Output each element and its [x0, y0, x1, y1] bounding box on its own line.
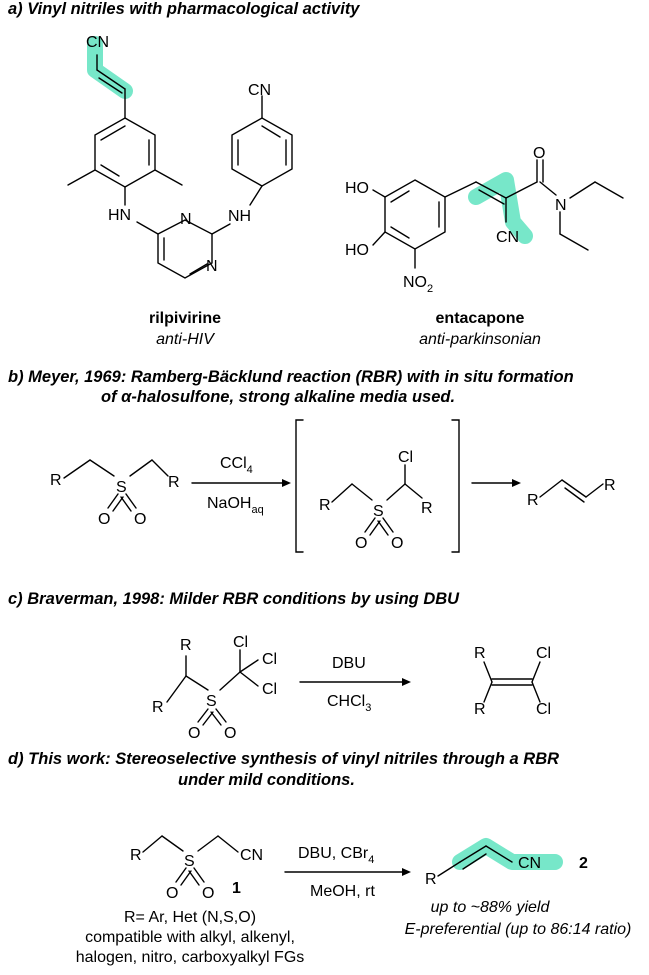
- meyer-reaction: R S R O O CCl4 NaOHaq R S Cl R O: [50, 419, 616, 553]
- brav-sm-o2: O: [224, 725, 236, 742]
- entacapone-o-label: O: [533, 145, 545, 162]
- scope-line1: R= Ar, Het (N,S,O): [123, 909, 257, 926]
- meyer-sm-r1: R: [50, 472, 62, 489]
- rilpivirine-hn-label: HN: [108, 207, 131, 224]
- tw-sm-s: S: [184, 853, 195, 870]
- meyer-sm-o2: O: [134, 511, 146, 528]
- brav-prod-cl1: Cl: [536, 645, 551, 662]
- benzonitrile-cn-label: CN: [248, 82, 271, 99]
- brav-sm-cl2: Cl: [262, 651, 277, 668]
- section-d-title-line1: d) This work: Stereoselective synthesis …: [8, 750, 560, 768]
- meyer-int-o2: O: [391, 535, 403, 552]
- brav-sm-cl3: Cl: [262, 681, 277, 698]
- entacapone-structure: HO HO NO2 CN O N: [345, 145, 624, 295]
- brav-reagent-dbu: DBU: [332, 655, 366, 672]
- brav-prod-cl2: Cl: [536, 701, 551, 718]
- tw-prod-r: R: [425, 871, 437, 888]
- brav-sm-r2: R: [152, 699, 164, 716]
- braverman-reaction: R R S Cl Cl Cl O O DBU CHCl3 R R Cl Cl: [152, 634, 551, 742]
- entacapone-ho1-label: HO: [345, 180, 369, 197]
- meyer-int-o1: O: [355, 535, 367, 552]
- meyer-prod-r2: R: [604, 477, 616, 494]
- entacapone-n-label: N: [555, 197, 567, 214]
- rilpivirine-activity: anti-HIV: [156, 331, 214, 348]
- meyer-int-s: S: [373, 503, 384, 520]
- meyer-sm-s: S: [116, 479, 127, 496]
- meyer-sm-o1: O: [98, 511, 110, 528]
- compound-2-label: 2: [579, 855, 588, 872]
- section-b-title-line2: of α-halosulfone, strong alkaline media …: [101, 388, 456, 406]
- brav-sm-o1: O: [188, 725, 200, 742]
- tw-prod-cn: CN: [518, 855, 541, 872]
- meyer-prod-r1: R: [527, 492, 539, 509]
- rilpivirine-name: rilpivirine: [148, 310, 222, 327]
- pyrimidine-n1-label: N: [180, 211, 192, 228]
- pyrimidine-n2-label: N: [206, 258, 218, 275]
- entacapone-no2-label: NO2: [403, 274, 433, 295]
- meyer-int-cl: Cl: [398, 449, 413, 466]
- entacapone-highlight: [468, 172, 533, 244]
- scope-line2: compatible with alkyl, alkenyl,: [85, 929, 295, 946]
- yield-note: up to ~88% yield: [430, 899, 550, 916]
- rilpivirine-structure: CN HN N N NH CN: [67, 34, 293, 279]
- meyer-int-r2: R: [421, 500, 433, 517]
- entacapone-name: entacapone: [435, 310, 525, 327]
- this-work-reaction: R S CN O O 1 DBU, CBr4 MeOH, rt R CN 2: [130, 835, 588, 902]
- brav-sm-cl1: Cl: [233, 634, 248, 651]
- section-d-title-line2: under mild conditions.: [178, 771, 355, 789]
- rilpivirine-nh-label: NH: [228, 208, 251, 225]
- tw-reagent-meoh: MeOH, rt: [310, 883, 375, 900]
- tw-sm-o1: O: [166, 885, 178, 902]
- meyer-sm-r2: R: [168, 474, 180, 491]
- brav-sm-r1: R: [180, 637, 192, 654]
- entacapone-activity: anti-parkinsonian: [419, 331, 541, 348]
- selectivity-note: E-preferential (up to 86:14 ratio): [404, 921, 632, 938]
- tw-sm-cn: CN: [240, 847, 263, 864]
- compound-1-label: 1: [232, 880, 241, 897]
- brav-sm-s: S: [206, 693, 217, 710]
- rilpivirine-cn-label: CN: [86, 34, 109, 51]
- tw-sm-o2: O: [202, 885, 214, 902]
- scope-line3: halogen, nitro, carboxyalkyl FGs: [75, 949, 305, 966]
- section-b-title-line1: b) Meyer, 1969: Ramberg-Bäcklund reactio…: [8, 368, 574, 386]
- entacapone-ho2-label: HO: [345, 242, 369, 259]
- brav-prod-r2: R: [474, 701, 486, 718]
- meyer-reagent-ccl4: CCl4: [220, 455, 253, 476]
- meyer-int-r1: R: [319, 497, 331, 514]
- section-a-title: a) Vinyl nitriles with pharmacological a…: [8, 0, 360, 18]
- brav-reagent-chcl3: CHCl3: [327, 693, 371, 714]
- tw-sm-r: R: [130, 847, 142, 864]
- section-c-title: c) Braverman, 1998: Milder RBR condition…: [8, 590, 460, 608]
- rilpivirine-highlight: [87, 36, 133, 99]
- tw-reagent-dbu-cbr4: DBU, CBr4: [298, 845, 374, 866]
- brav-prod-r1: R: [474, 645, 486, 662]
- meyer-reagent-naoh: NaOHaq: [207, 495, 264, 516]
- entacapone-cn-label: CN: [496, 229, 519, 246]
